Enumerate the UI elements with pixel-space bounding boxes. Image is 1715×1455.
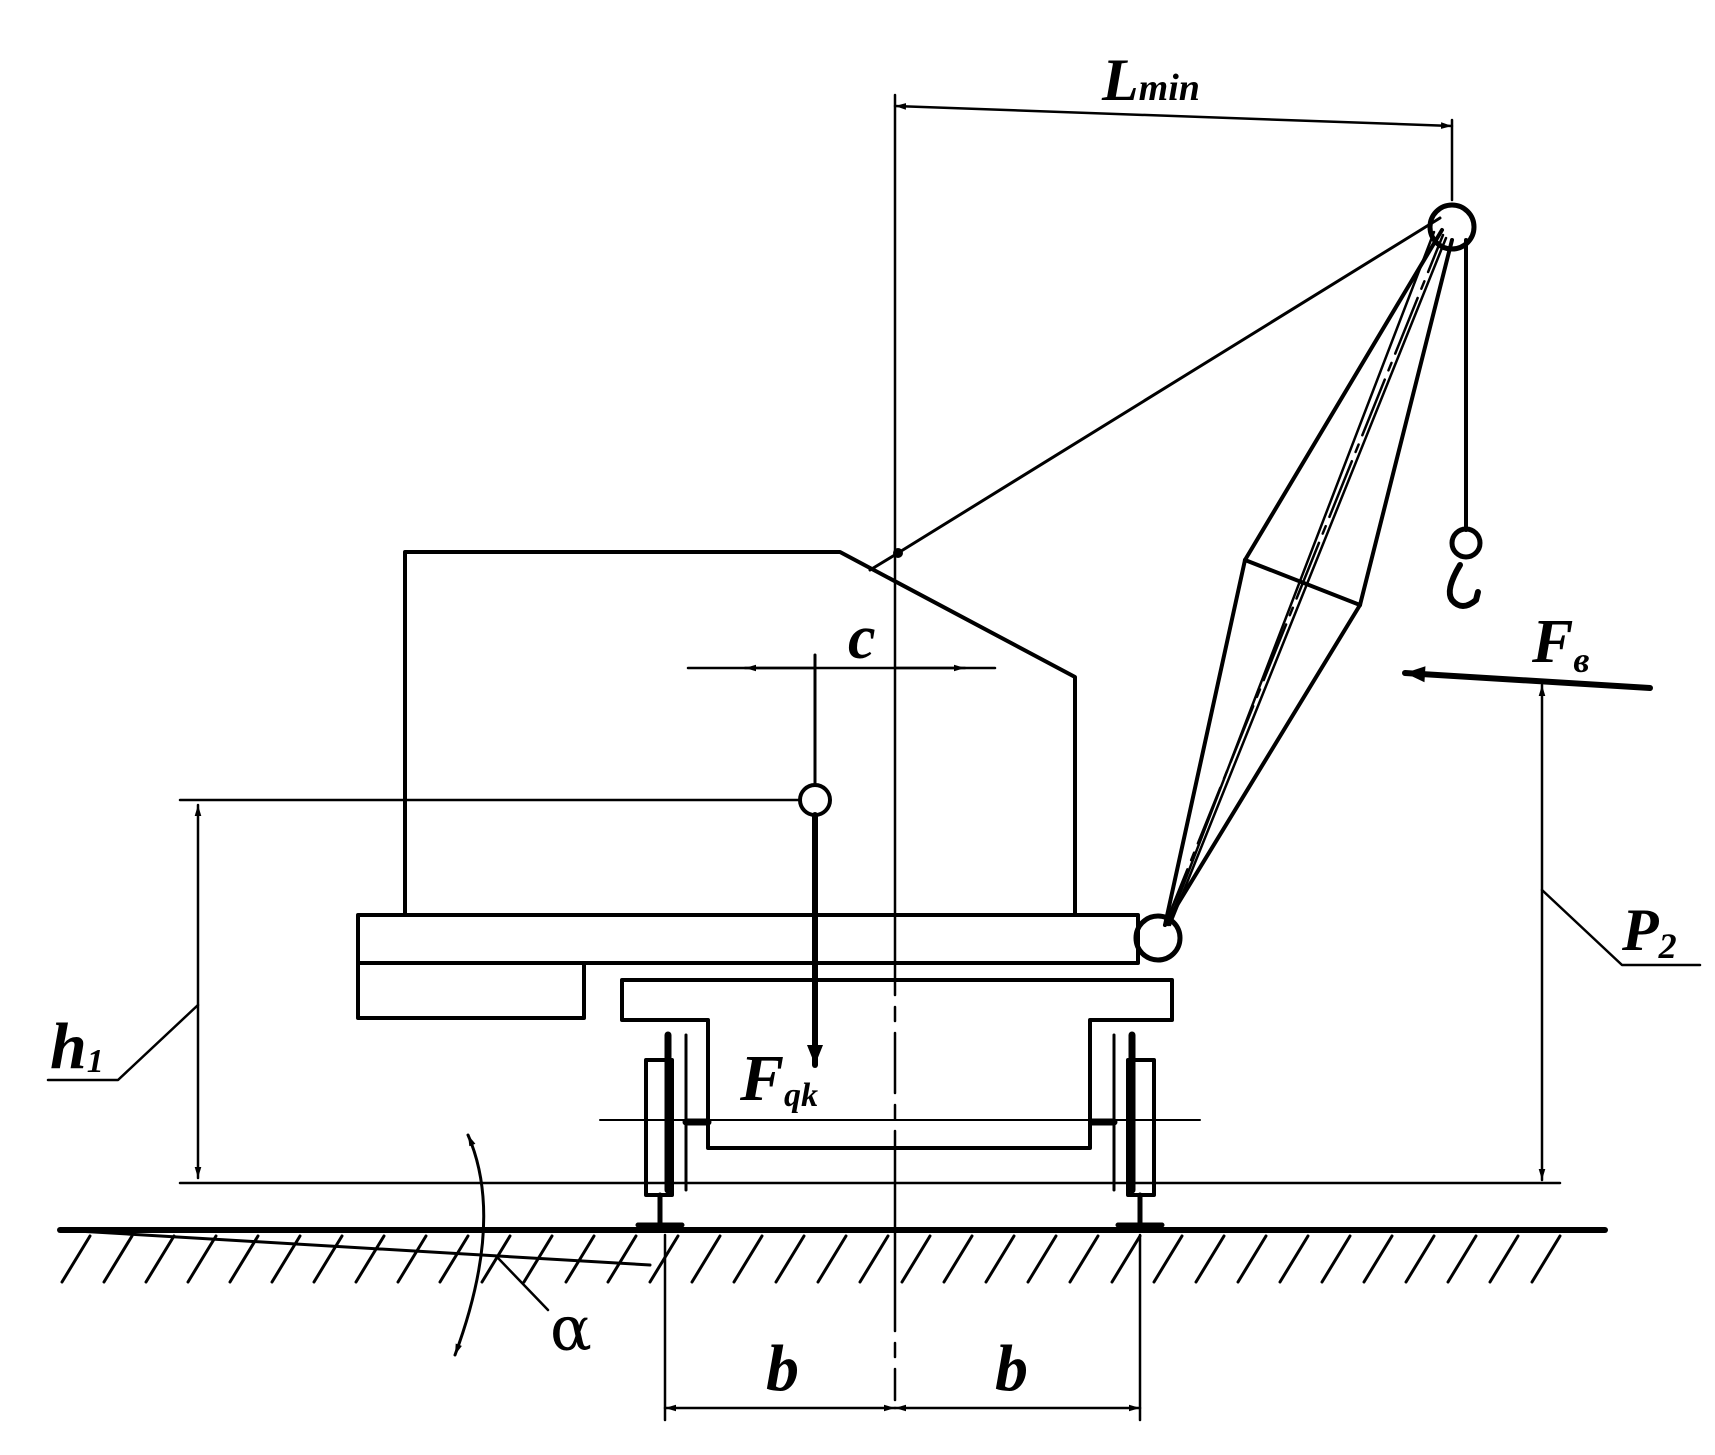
label-f-qk: Fqk: [739, 1042, 818, 1115]
alpha-arc: [453, 1133, 486, 1357]
p2-dimension: [1538, 683, 1702, 1182]
label-c: c: [848, 604, 876, 672]
label-b-left: b: [766, 1332, 799, 1405]
center-of-gravity: [798, 783, 832, 817]
slope-line: [58, 1228, 652, 1267]
platform: [356, 913, 1140, 965]
hook-block: [1449, 526, 1483, 560]
f-b-arrow: [1402, 666, 1653, 691]
alpha-leader: [496, 1256, 550, 1312]
boom-hoist-rope: [896, 216, 1442, 555]
label-f-b: Fв: [1531, 608, 1589, 680]
label-l-min: Lmin: [1101, 47, 1200, 113]
b-dimension: [663, 1233, 1142, 1422]
h1-dimension: [46, 798, 1562, 1185]
hook: [1446, 562, 1481, 609]
l-min-dimension: [893, 103, 1454, 202]
machine-house: [403, 550, 1077, 915]
undercarriage: [620, 978, 1174, 1150]
right-wheel: [1112, 1031, 1156, 1197]
left-wheel: [644, 1031, 688, 1197]
boom: [1163, 228, 1454, 927]
label-p2: P2: [1621, 897, 1677, 966]
ground: [57, 1227, 1608, 1284]
label-alpha: α: [550, 1292, 592, 1365]
rails: [635, 1192, 1165, 1228]
counterweight: [356, 961, 586, 1020]
label-h1: h1: [50, 1010, 104, 1083]
boom-head-sheave: [1427, 202, 1477, 252]
label-b-right: b: [995, 1332, 1028, 1405]
boom-heel-pin: [1133, 913, 1183, 963]
